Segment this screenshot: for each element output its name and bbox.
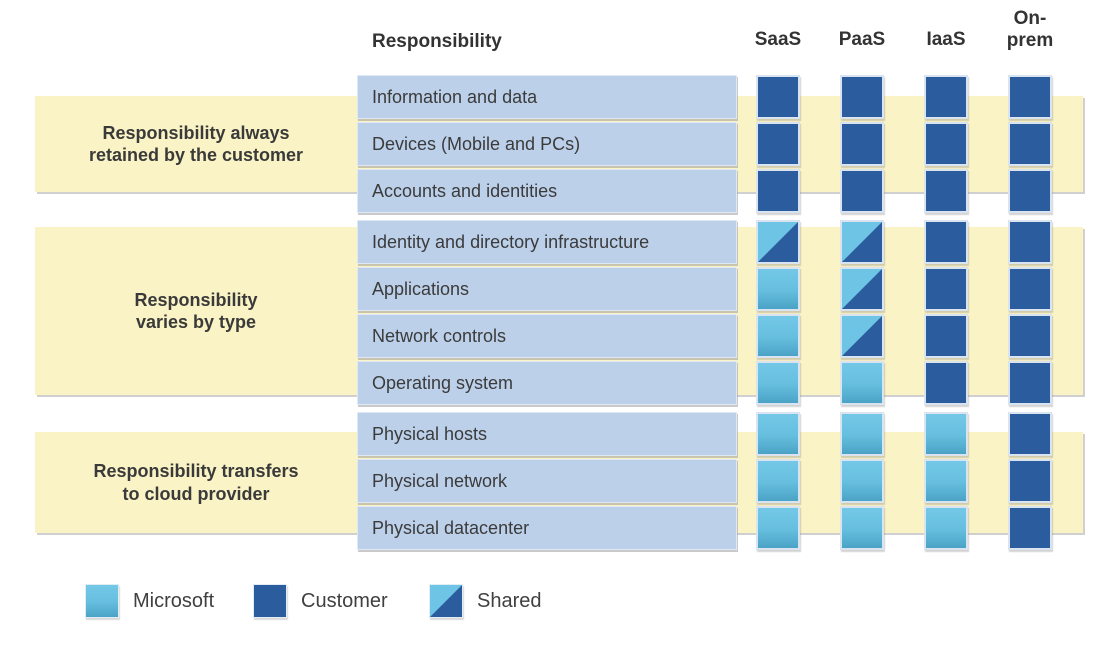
row-label-text: Physical datacenter — [372, 517, 530, 538]
table-row: Accounts and identities — [0, 169, 1112, 213]
cell-saas — [756, 220, 800, 264]
legend-swatch-customer — [253, 584, 287, 618]
group-label-line: to cloud provider — [122, 483, 270, 504]
row-label: Accounts and identities — [357, 169, 737, 213]
column-header-paas: PaaS — [838, 29, 886, 50]
cell-iaas — [924, 122, 968, 166]
cell-onprem — [1008, 459, 1052, 503]
table-row: Devices (Mobile and PCs) — [0, 122, 1112, 166]
cell-iaas — [924, 220, 968, 264]
cell-saas — [756, 361, 800, 405]
row-label-text: Network controls — [372, 325, 507, 346]
cell-saas — [756, 267, 800, 311]
row-label-text: Physical hosts — [372, 423, 488, 444]
cell-iaas — [924, 361, 968, 405]
row-label: Information and data — [357, 75, 737, 119]
legend-label: Microsoft — [133, 589, 215, 612]
group-label-line: varies by type — [135, 312, 257, 332]
responsibility-column-header: Responsibility — [372, 31, 502, 52]
cell-paas — [840, 75, 884, 119]
group-label: Responsibility transfers to cloud provid… — [35, 432, 357, 533]
legend-item-microsoft: Microsoft — [85, 584, 214, 618]
cell-iaas — [924, 412, 968, 456]
cell-paas — [840, 267, 884, 311]
cell-saas — [756, 122, 800, 166]
cell-saas — [756, 169, 800, 213]
cell-iaas — [924, 75, 968, 119]
table-row: Operating system — [0, 361, 1112, 405]
cell-paas — [840, 314, 884, 358]
cell-iaas — [924, 314, 968, 358]
row-label-text: Information and data — [372, 86, 538, 107]
row-label: Operating system — [357, 361, 737, 405]
row-label: Physical hosts — [357, 412, 737, 456]
cell-onprem — [1008, 314, 1052, 358]
group-label: Responsibility varies by type — [35, 227, 357, 395]
legend-item-customer: Customer — [253, 584, 388, 618]
cell-onprem — [1008, 506, 1052, 550]
row-label-text: Accounts and identities — [372, 180, 558, 201]
cell-iaas — [924, 267, 968, 311]
row-label-text: Identity and directory infrastructure — [372, 231, 650, 252]
table-row: Information and data — [0, 75, 1112, 119]
cell-onprem — [1008, 220, 1052, 264]
cell-saas — [756, 314, 800, 358]
row-label-text: Physical network — [372, 470, 508, 491]
cell-onprem — [1008, 169, 1052, 213]
row-label: Physical network — [357, 459, 737, 503]
column-header-onprem-label: On-prem — [1006, 8, 1054, 51]
group-label-line: Responsibility — [134, 289, 258, 310]
cell-paas — [840, 220, 884, 264]
cell-paas — [840, 412, 884, 456]
cell-paas — [840, 169, 884, 213]
cell-iaas — [924, 169, 968, 213]
group-label-line: retained by the customer — [88, 145, 304, 165]
legend-label: Shared — [477, 589, 542, 612]
cell-onprem — [1008, 361, 1052, 405]
row-label: Applications — [357, 267, 737, 311]
group-label-line: Responsibility always — [102, 122, 290, 143]
cell-paas — [840, 506, 884, 550]
cell-saas — [756, 506, 800, 550]
group-label-line: Responsibility transfers — [93, 461, 299, 481]
legend-label: Customer — [301, 589, 388, 612]
legend-swatch-shared — [429, 584, 463, 618]
cell-paas — [840, 122, 884, 166]
row-label: Physical datacenter — [357, 506, 737, 550]
cell-onprem — [1008, 75, 1052, 119]
cell-paas — [840, 361, 884, 405]
row-label-text: Operating system — [372, 372, 514, 393]
row-label-text: Devices (Mobile and PCs) — [372, 133, 581, 154]
cell-paas — [840, 459, 884, 503]
legend-item-shared: Shared — [429, 584, 542, 618]
cell-onprem — [1008, 267, 1052, 311]
row-label: Network controls — [357, 314, 737, 358]
cell-onprem — [1008, 412, 1052, 456]
row-label: Devices (Mobile and PCs) — [357, 122, 737, 166]
row-label-text: Applications — [372, 278, 470, 299]
table-row: Identity and directory infrastructure — [0, 220, 1112, 264]
table-row: Applications — [0, 267, 1112, 311]
table-row: Physical network — [0, 459, 1112, 503]
column-header-iaas: IaaS — [926, 29, 966, 50]
legend-swatch-microsoft — [85, 584, 119, 618]
cell-saas — [756, 459, 800, 503]
cell-onprem — [1008, 122, 1052, 166]
cell-iaas — [924, 459, 968, 503]
cell-saas — [756, 412, 800, 456]
group-label: Responsibility always retained by the cu… — [35, 96, 357, 192]
table-row: Physical hosts — [0, 412, 1112, 456]
row-label: Identity and directory infrastructure — [357, 220, 737, 264]
cell-iaas — [924, 506, 968, 550]
table-row: Network controls — [0, 314, 1112, 358]
table-row: Physical datacenter — [0, 506, 1112, 550]
column-header-onprem: On-prem — [990, 8, 1070, 52]
column-header-saas: SaaS — [754, 29, 802, 50]
cell-saas — [756, 75, 800, 119]
